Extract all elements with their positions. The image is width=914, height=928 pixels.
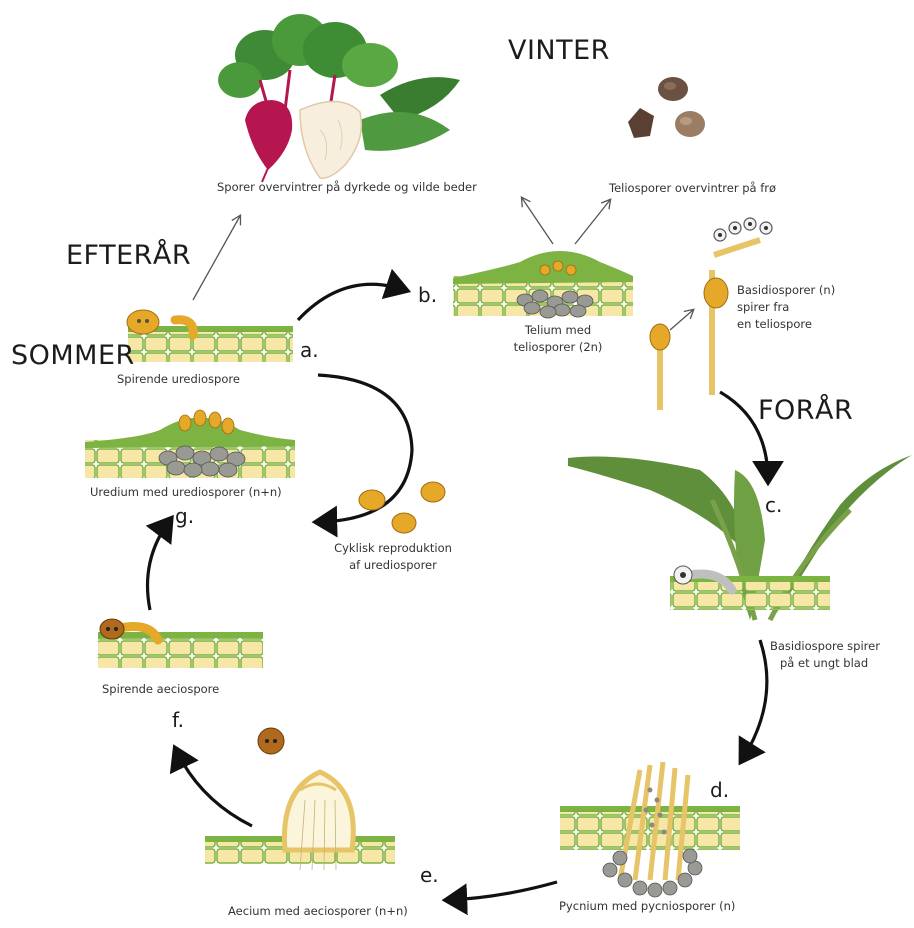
caption-basidiospore-leaf-line1: Basidiospore spirer bbox=[770, 638, 880, 655]
season-spring: FORÅR bbox=[758, 395, 853, 426]
young-beet-plant-icon bbox=[568, 455, 912, 620]
caption-telium-line2: teliosporer (2n) bbox=[498, 339, 618, 356]
arrow-c-to-d bbox=[742, 640, 767, 760]
uredium-section-icon bbox=[85, 410, 295, 478]
aeciospore-icon bbox=[258, 728, 284, 754]
caption-basidiospores-line3: en teliospore bbox=[737, 316, 835, 333]
caption-basidiospores-line2: spirer fra bbox=[737, 299, 835, 316]
caption-germinating-urediospore: Spirende urediospore bbox=[117, 371, 240, 388]
aecium-section-icon bbox=[205, 772, 395, 870]
urediospores-icon bbox=[359, 482, 445, 533]
step-d: d. bbox=[710, 778, 729, 802]
telium-section-icon bbox=[453, 251, 633, 318]
arrow-to-beets bbox=[193, 216, 240, 300]
caption-germinating-aeciospore: Spirende aeciospore bbox=[102, 681, 219, 698]
beet-plants-icon bbox=[218, 14, 460, 182]
step-a: a. bbox=[300, 338, 319, 362]
season-winter: VINTER bbox=[508, 35, 610, 66]
season-autumn: EFTERÅR bbox=[66, 240, 191, 271]
caption-pycnium: Pycnium med pycniosporer (n) bbox=[559, 898, 735, 915]
caption-uredium: Uredium med urediosporer (n+n) bbox=[90, 484, 282, 501]
arrow-telium-to-beets bbox=[522, 198, 553, 244]
season-summer: SOMMER bbox=[11, 340, 135, 371]
step-f: f. bbox=[172, 708, 184, 732]
germinating-aeciospore-icon bbox=[98, 619, 263, 668]
caption-basidiospores-line1: Basidiosporer (n) bbox=[737, 282, 835, 299]
step-g: g. bbox=[175, 504, 194, 528]
caption-aecium: Aecium med aeciosporer (n+n) bbox=[228, 903, 408, 920]
caption-telium-line1: Telium med bbox=[498, 322, 618, 339]
caption-beets: Sporer overvintrer på dyrkede og vilde b… bbox=[217, 179, 477, 196]
caption-cyclic: Cyklisk reproduktion af urediosporer bbox=[328, 540, 458, 574]
caption-cyclic-line2: af urediosporer bbox=[328, 557, 458, 574]
caption-seeds: Teliosporer overvintrer på frø bbox=[609, 180, 776, 197]
germinating-urediospore-icon bbox=[127, 310, 293, 362]
step-b: b. bbox=[418, 283, 437, 307]
seed-spores-icon bbox=[628, 77, 705, 138]
arrow-f-to-g bbox=[148, 520, 171, 610]
caption-telium: Telium med teliosporer (2n) bbox=[498, 322, 618, 356]
arrow-e-to-f bbox=[176, 750, 252, 826]
arrow-teliospore-to-basidio bbox=[670, 310, 693, 330]
arrow-d-to-e bbox=[448, 882, 557, 900]
caption-basidiospore-leaf-line2: på et ungt blad bbox=[770, 655, 880, 672]
caption-basidiospores: Basidiosporer (n) spirer fra en teliospo… bbox=[737, 282, 835, 333]
arrow-a-to-b bbox=[298, 284, 405, 320]
step-c: c. bbox=[765, 493, 782, 517]
step-e: e. bbox=[420, 863, 439, 887]
caption-basidiospore-leaf: Basidiospore spirer på et ungt blad bbox=[770, 638, 880, 672]
caption-cyclic-line1: Cyklisk reproduktion bbox=[328, 540, 458, 557]
arrow-telium-to-seeds bbox=[575, 200, 610, 244]
